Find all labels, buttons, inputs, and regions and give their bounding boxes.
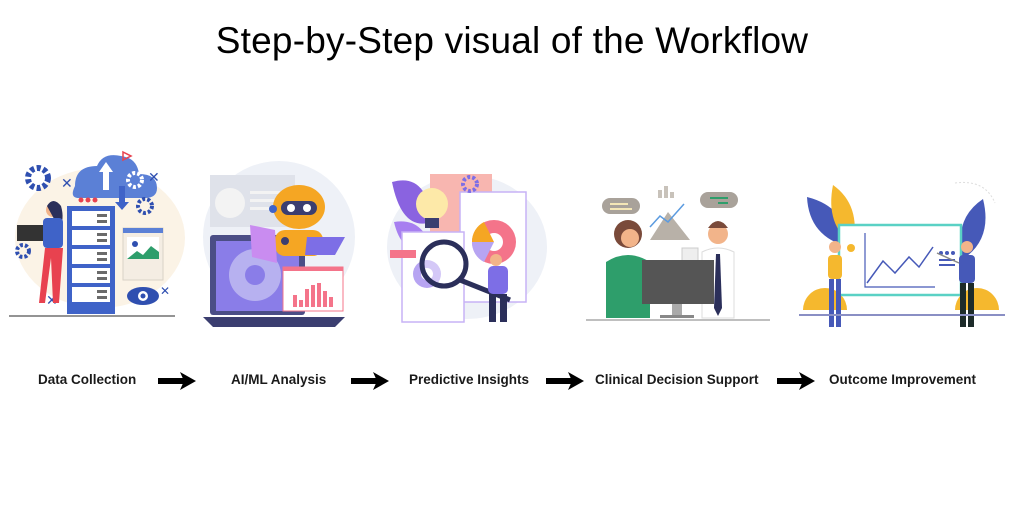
right-arrow-icon (777, 372, 815, 390)
step-label-outcome-improvement: Outcome Improvement (829, 372, 977, 387)
page-title: Step-by-Step visual of the Workflow (215, 20, 809, 61)
magnifier-icon (419, 239, 469, 289)
right-arrow-icon (351, 372, 389, 390)
step-label-ai-ml-analysis: AI/ML Analysis (231, 372, 327, 387)
step-label-data-collection: Data Collection (38, 372, 137, 387)
data-collection-illustration: ✕ ✕ ✕ ✕ (9, 150, 185, 317)
gear-icon (25, 165, 51, 191)
outcome-improvement-illustration (799, 181, 1005, 327)
predictive-insights-illustration (387, 174, 547, 323)
step-label-clinical-decision-support: Clinical Decision Support (595, 372, 759, 387)
right-arrow-icon (546, 372, 584, 390)
svg-text:✕: ✕ (148, 170, 160, 186)
ai-ml-analysis-illustration (203, 161, 355, 327)
svg-text:✕: ✕ (61, 176, 73, 192)
right-arrow-icon (158, 372, 196, 390)
clinical-decision-support-illustration (586, 186, 770, 321)
svg-text:✕: ✕ (46, 293, 58, 309)
step-label-predictive-insights: Predictive Insights (409, 372, 530, 387)
svg-text:✕: ✕ (160, 284, 170, 298)
